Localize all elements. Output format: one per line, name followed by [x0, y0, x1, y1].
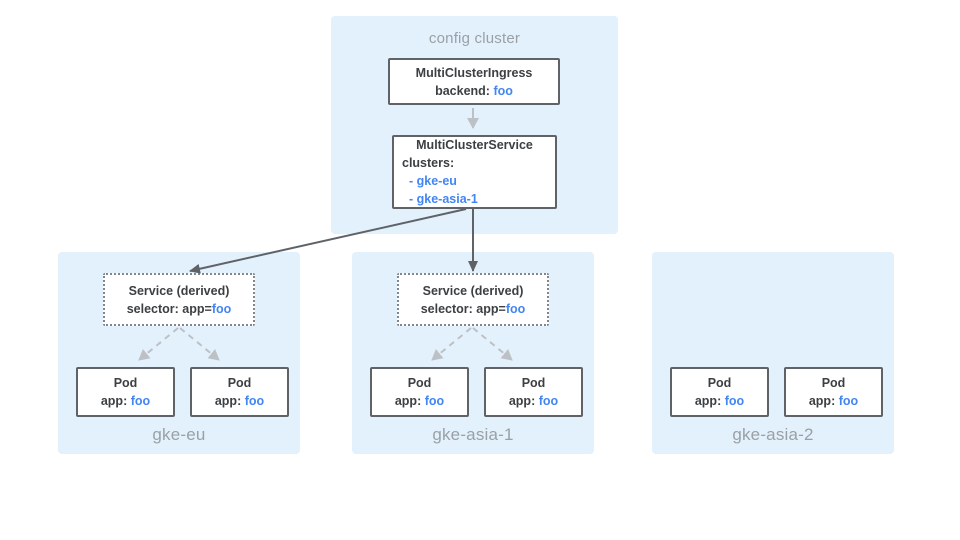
pod-box: Pod app: foo [784, 367, 883, 417]
pod-app: app: foo [672, 392, 767, 410]
pod-app: app: foo [786, 392, 881, 410]
cluster-panel-gke-eu: Service (derived) selector: app=foo Pod … [58, 252, 300, 454]
selector-value: foo [211, 301, 232, 316]
multiclusterservice-cluster-item: - gke-eu [409, 174, 457, 188]
derived-service-box-gke-asia-1: Service (derived) selector: app=foo [397, 273, 549, 326]
multiclusteringress-name: MultiClusterIngress [415, 65, 533, 80]
derived-service-box-gke-eu: Service (derived) selector: app=foo [103, 273, 255, 326]
pod-title: Pod [407, 376, 432, 390]
pod-title: Pod [707, 376, 732, 390]
pod-box: Pod app: foo [484, 367, 583, 417]
app-label: app: [508, 394, 539, 408]
cluster-panel-gke-asia-2: Pod app: foo Pod app: foo gke-asia-2 [652, 252, 894, 454]
cluster-name-gke-eu: gke-eu [152, 425, 206, 444]
pod-app: app: foo [372, 392, 467, 410]
multiclusterservice-name: MultiClusterService [416, 138, 533, 152]
pod-title: Pod [227, 376, 252, 390]
pod-box: Pod app: foo [670, 367, 769, 417]
app-label: app: [808, 394, 839, 408]
multiclusterservice-clusters-label: clusters: [402, 156, 455, 170]
multiclusteringress-backend: backend: foo [390, 82, 558, 100]
pod-box: Pod app: foo [190, 367, 289, 417]
app-label: app: [394, 394, 425, 408]
pod-box: Pod app: foo [76, 367, 175, 417]
app-value: foo [838, 394, 859, 408]
derived-service-selector: selector: app=foo [399, 300, 547, 318]
app-label: app: [694, 394, 725, 408]
app-value: foo [538, 394, 559, 408]
multiclusterservice-box: MultiClusterService clusters: - gke-eu -… [392, 135, 557, 209]
pod-app: app: foo [486, 392, 581, 410]
app-value: foo [244, 394, 265, 408]
cluster-name-gke-asia-2: gke-asia-2 [732, 425, 814, 444]
app-label: app: [214, 394, 245, 408]
derived-service-title: Service (derived) [128, 283, 230, 298]
pod-app: app: foo [78, 392, 173, 410]
app-value: foo [130, 394, 151, 408]
derived-service-selector: selector: app=foo [105, 300, 253, 318]
pod-box: Pod app: foo [370, 367, 469, 417]
selector-label: selector: app= [126, 301, 212, 316]
config-cluster-panel: config cluster MultiClusterIngress backe… [331, 16, 618, 234]
pod-title: Pod [821, 376, 846, 390]
cluster-panel-gke-asia-1: Service (derived) selector: app=foo Pod … [352, 252, 594, 454]
selector-label: selector: app= [420, 301, 506, 316]
backend-value: foo [493, 83, 513, 98]
derived-service-title: Service (derived) [422, 283, 524, 298]
app-label: app: [100, 394, 131, 408]
app-value: foo [724, 394, 745, 408]
multiclusterservice-cluster-item: - gke-asia-1 [409, 192, 478, 206]
pod-title: Pod [521, 376, 546, 390]
app-value: foo [424, 394, 445, 408]
selector-value: foo [505, 301, 526, 316]
config-cluster-title: config cluster [428, 30, 521, 47]
cluster-name-gke-asia-1: gke-asia-1 [432, 425, 514, 444]
multiclusteringress-box: MultiClusterIngress backend: foo [388, 58, 560, 105]
backend-label: backend: [435, 83, 494, 98]
pod-title: Pod [113, 376, 138, 390]
pod-app: app: foo [192, 392, 287, 410]
